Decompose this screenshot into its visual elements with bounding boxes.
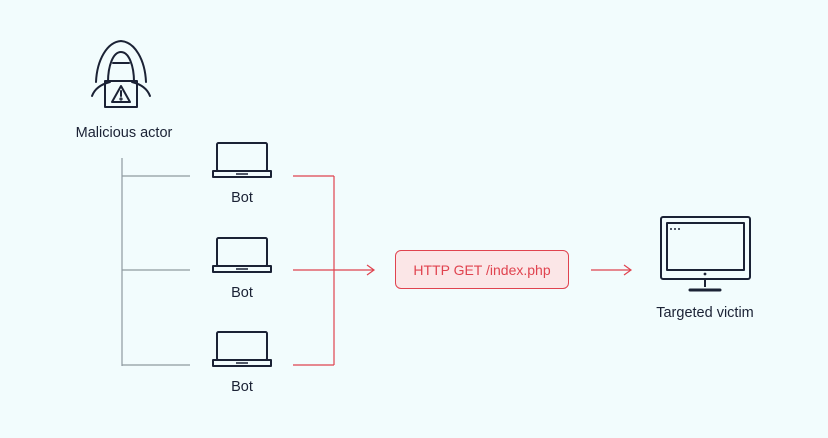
bot-label: Bot (231, 379, 253, 395)
actor-label: Malicious actor (75, 125, 173, 141)
request-label: HTTP GET /index.php (413, 261, 551, 278)
request-box: HTTP GET /index.php (395, 250, 569, 289)
victim-label: Targeted victim (656, 305, 754, 321)
bot-label: Bot (231, 190, 253, 206)
laptop-icon (212, 142, 272, 178)
hooded-hacker-icon (91, 40, 151, 108)
monitor-screen-dots (670, 228, 680, 230)
bots-connector (293, 175, 376, 366)
monitor-icon (660, 216, 751, 292)
laptop-icon (212, 331, 272, 367)
actor-connector (121, 158, 190, 366)
bot-label: Bot (231, 285, 253, 301)
laptop-icon (212, 237, 272, 273)
arrow-to-victim (591, 264, 633, 276)
